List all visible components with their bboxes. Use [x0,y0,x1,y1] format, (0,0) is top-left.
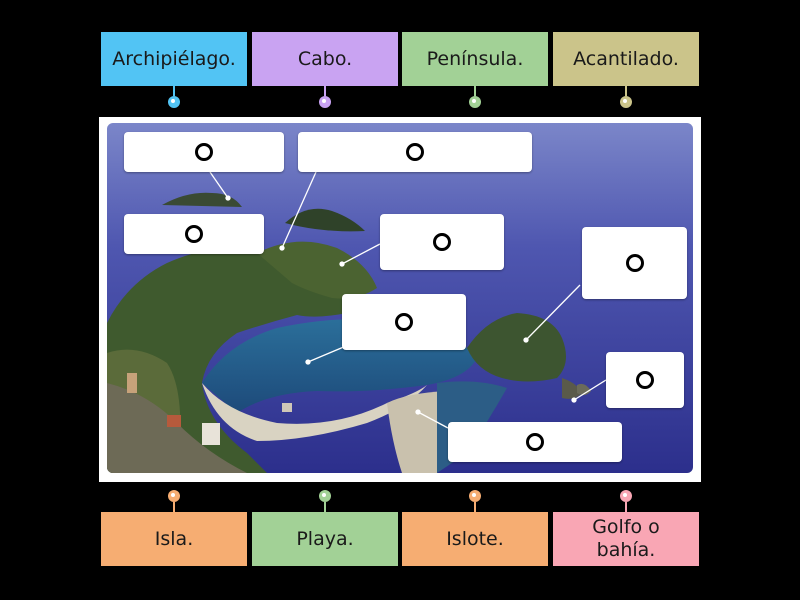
drop-slot-3[interactable] [124,214,264,254]
drop-slot-7[interactable] [606,352,684,408]
label-archipielago[interactable]: Archipiélago. [101,32,247,86]
drop-target-ring [406,143,424,161]
drop-target-ring [195,143,213,161]
pin-dot [620,490,632,502]
drop-target-ring [433,233,451,251]
pin-stem [474,502,476,512]
pin-stem [324,502,326,512]
label-playa[interactable]: Playa. [252,512,398,566]
drop-slot-1[interactable] [124,132,284,172]
pin-stem [173,502,175,512]
label-islote[interactable]: Islote. [402,512,548,566]
label-peninsula[interactable]: Península. [402,32,548,86]
pin-stem [324,86,326,96]
pin-dot [168,490,180,502]
drop-slot-8[interactable] [448,422,622,462]
drop-target-ring [395,313,413,331]
drop-slot-5[interactable] [582,227,687,299]
pin-stem [625,502,627,512]
drop-slot-4[interactable] [380,214,504,270]
pin-dot [319,490,331,502]
pin-stem [173,86,175,96]
drop-target-ring [185,225,203,243]
label-isla[interactable]: Isla. [101,512,247,566]
label-golfo-bahia[interactable]: Golfo o bahía. [553,512,699,566]
drop-target-ring [625,254,644,272]
pin-dot [168,96,180,108]
drop-target-ring [636,371,654,389]
label-acantilado[interactable]: Acantilado. [553,32,699,86]
drop-slot-2[interactable] [298,132,532,172]
label-cabo[interactable]: Cabo. [252,32,398,86]
pin-stem [474,86,476,96]
pin-dot [469,96,481,108]
drop-slot-6[interactable] [342,294,466,350]
pin-dot [319,96,331,108]
drop-target-ring [526,433,544,451]
pin-dot [620,96,632,108]
pin-stem [625,86,627,96]
pin-dot [469,490,481,502]
